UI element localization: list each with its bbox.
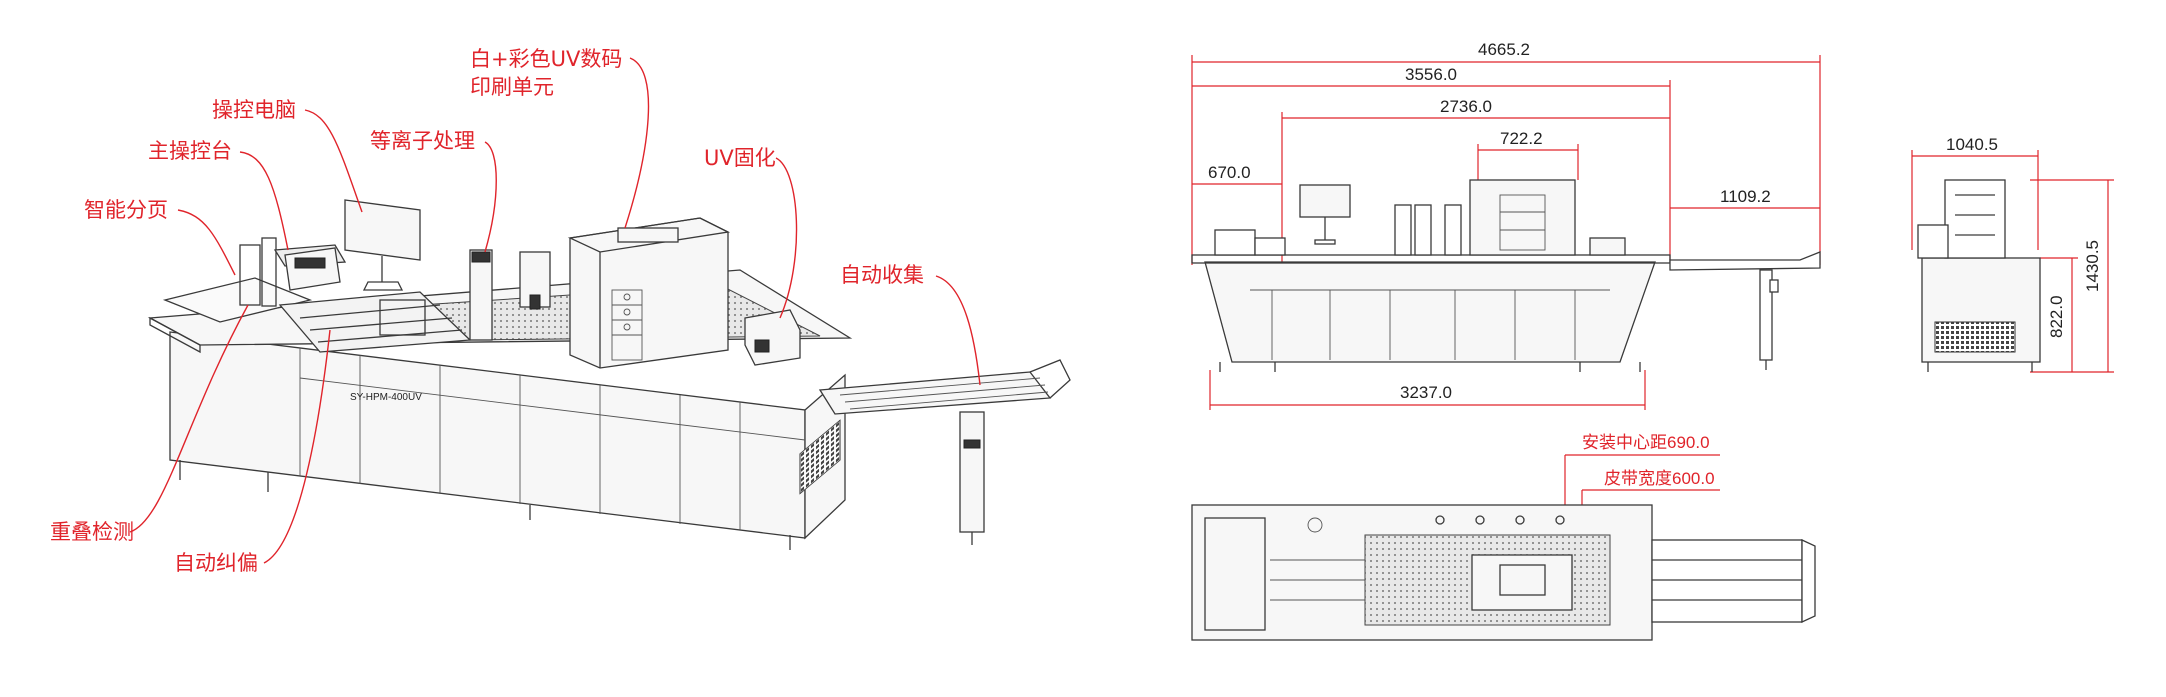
leader-overlap-detect	[129, 304, 249, 533]
label-overlap-detect: 重叠检测	[50, 520, 134, 544]
side-upper-structure	[1917, 179, 2006, 259]
label-auto-collect: 自动收集	[840, 263, 924, 287]
dim-table-height: 822.0	[2040, 257, 2078, 372]
front-print-tower	[1469, 179, 1576, 256]
control-pc	[344, 199, 421, 291]
dim-overall: 4665.2	[1191, 40, 1821, 265]
leader-plasma	[484, 141, 497, 253]
label-print-unit-line1: 白+彩色UV数码	[470, 47, 622, 71]
main-console	[284, 247, 341, 291]
leader-auto-correction	[263, 329, 331, 564]
dim-total-height: 1430.5	[2030, 179, 2114, 373]
dim-overall-text: 4665.2	[1478, 40, 1530, 59]
dim-print-unit-text: 722.2	[1500, 129, 1543, 148]
side-cabinet-vent	[1934, 321, 2016, 353]
dim-collector-text: 1109.2	[1720, 187, 1771, 206]
label-control-pc: 操控电脑	[212, 98, 296, 122]
top-view: 安装中心距690.0 皮带宽度600.0	[1191, 433, 1816, 641]
dim-feeder: 670.0	[1192, 163, 1282, 185]
label-auto-correction: 自动纠偏	[174, 551, 258, 575]
uv-curing-unit	[744, 309, 801, 366]
base-cabinet-front	[169, 331, 806, 539]
collector-unit	[818, 359, 1071, 545]
dim-side-width: 1040.5	[1911, 135, 2039, 250]
dim-print-section-text: 2736.0	[1440, 97, 1492, 116]
side-feet	[1927, 362, 2033, 372]
front-collector	[1669, 251, 1821, 361]
machine-feet	[179, 460, 791, 550]
front-uv-box	[1589, 237, 1626, 256]
top-print-carriage	[1471, 554, 1573, 611]
dim-feeder-text: 670.0	[1208, 163, 1251, 182]
top-feeder	[1204, 517, 1266, 631]
front-monitor	[1299, 184, 1351, 245]
annotations: 智能分页 主操控台 操控电脑 等离子处理 白+彩色UV数码 印刷单元 UV固化 …	[50, 47, 981, 575]
label-smart-feeding: 智能分页	[84, 198, 168, 222]
isometric-view: SY-HPM-400UV	[147, 199, 1071, 550]
front-feeder	[1214, 229, 1286, 256]
side-elevation: 1040.5 1430.5 822.0	[1911, 135, 2114, 373]
dim-install-center: 安装中心距690.0	[1564, 433, 1720, 630]
label-uv-curing: UV固化	[704, 146, 776, 170]
label-plasma: 等离子处理	[370, 129, 475, 153]
machine-model-text: SY-HPM-400UV	[350, 392, 422, 403]
leader-control-pc	[304, 109, 363, 213]
dim-base-text: 3237.0	[1400, 383, 1452, 402]
front-plasma	[1394, 204, 1462, 256]
print-unit	[567, 217, 731, 369]
top-belts	[1270, 517, 1365, 601]
dim-install-center-text: 安装中心距690.0	[1582, 433, 1710, 452]
side-vent	[799, 419, 841, 495]
dim-base: 3237.0	[1209, 370, 1646, 410]
dim-print-unit: 722.2	[1477, 129, 1579, 180]
dim-side-width-text: 1040.5	[1946, 135, 1998, 154]
label-print-unit-line2: 印刷单元	[470, 75, 554, 99]
leader-smart-feeding	[177, 209, 236, 276]
leader-print-unit	[624, 57, 650, 229]
front-feet	[1219, 360, 1767, 372]
dim-collector: 1109.2	[1670, 187, 1820, 209]
top-collector	[1651, 538, 1816, 624]
top-markers	[1435, 515, 1565, 525]
front-cabinet-doors	[1250, 289, 1610, 360]
dim-no-collector-text: 3556.0	[1405, 65, 1457, 84]
cabinet-doors	[299, 348, 806, 530]
leader-main-console	[239, 151, 289, 251]
leader-uv-curing	[775, 157, 798, 319]
table-edge	[149, 316, 201, 354]
leader-auto-collect	[935, 275, 981, 386]
top-print-head	[1499, 564, 1546, 596]
dim-total-height-text: 1430.5	[2083, 240, 2102, 292]
front-cabinet	[1204, 261, 1656, 363]
plasma-unit	[469, 249, 551, 341]
dim-no-collector: 3556.0	[1192, 65, 1671, 260]
front-elevation: 4665.2 3556.0 2736.0 722.2 670.0 1109.2	[1191, 40, 1821, 410]
dim-table-height-text: 822.0	[2047, 295, 2066, 338]
belt-conveyor	[278, 291, 472, 353]
label-main-console: 主操控台	[148, 139, 232, 163]
dim-belt-width-text: 皮带宽度600.0	[1604, 469, 1715, 488]
